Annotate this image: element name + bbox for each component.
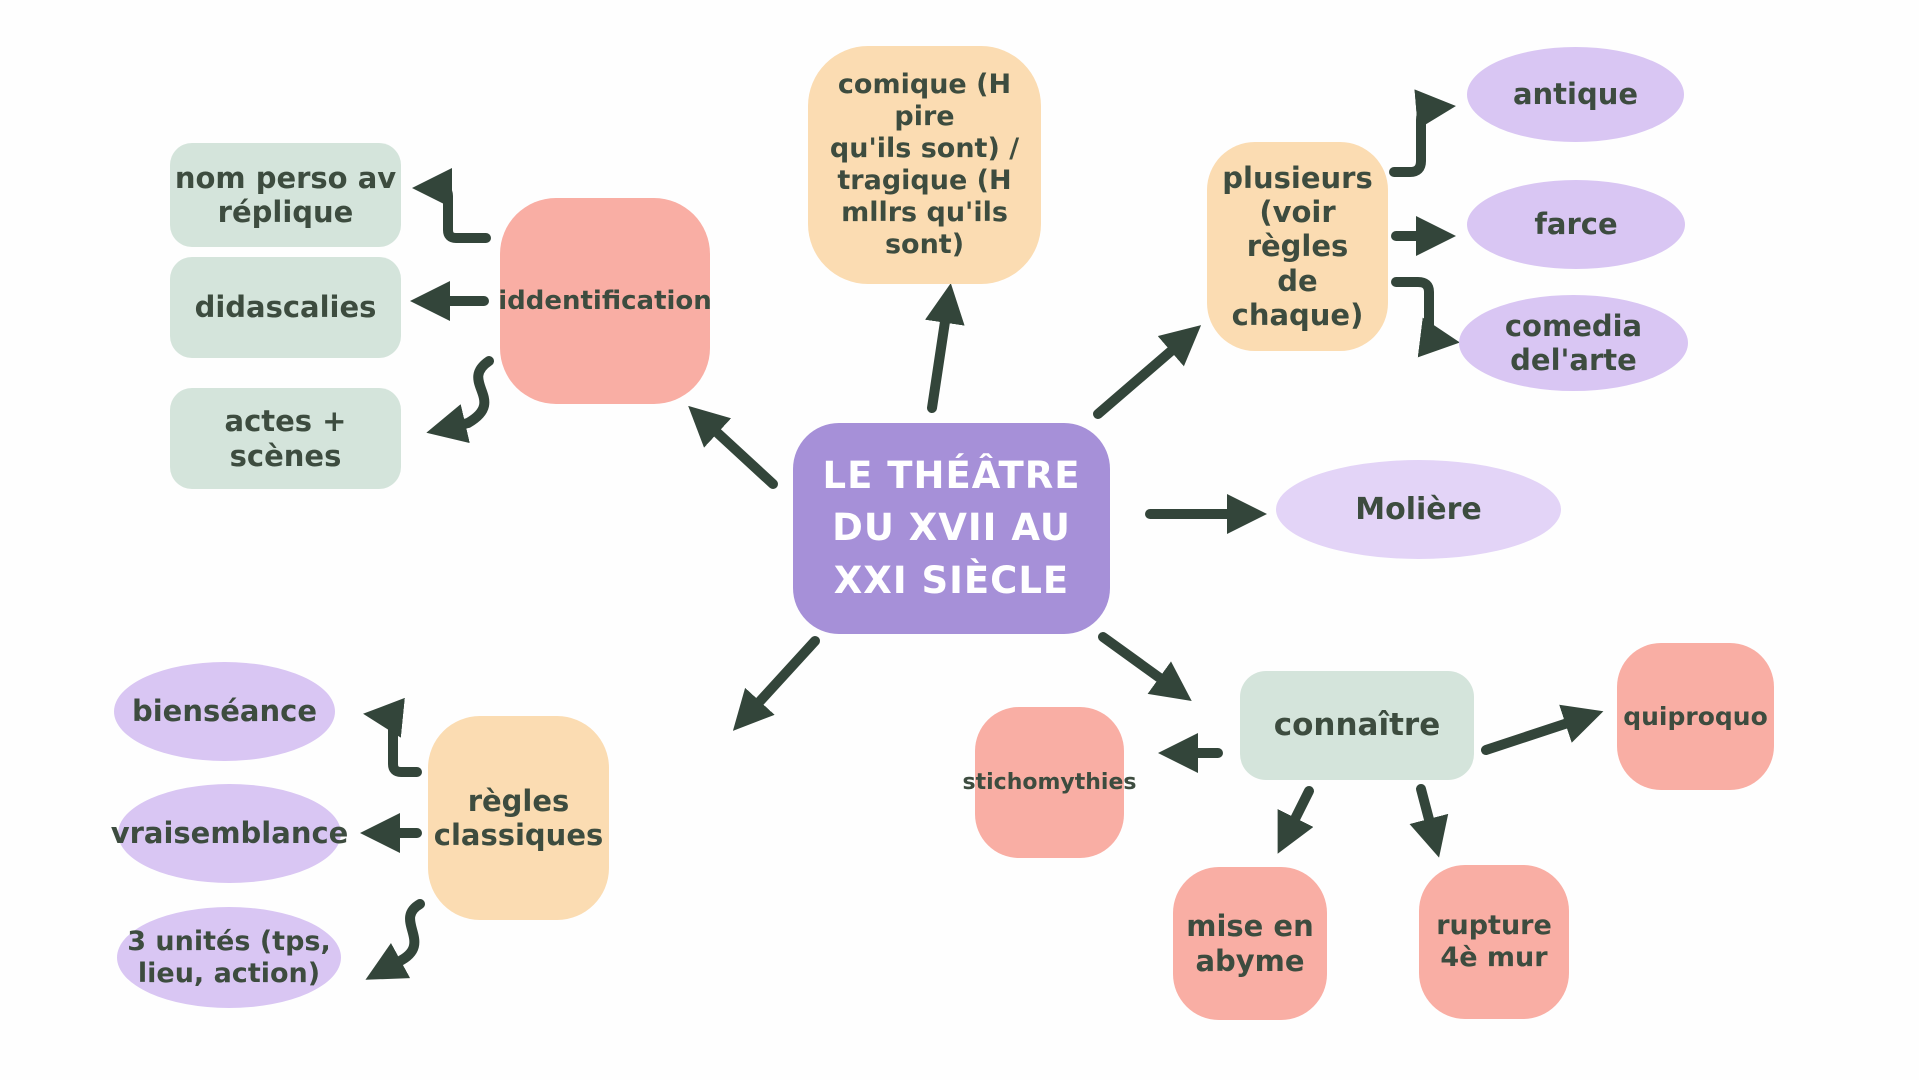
node-stichomythies: stichomythies xyxy=(963,707,1137,858)
arrow-connaitre-to-quiproquo xyxy=(1481,704,1604,755)
didascalies-label: didascalies xyxy=(194,290,377,325)
connaitre-label: connaître xyxy=(1273,707,1441,744)
node-connaitre: connaître xyxy=(1240,671,1474,780)
arrow-connaitre-to-mise-en-abyme xyxy=(1277,786,1314,854)
farce-label: farce xyxy=(1534,207,1618,242)
plusieurs-label: plusieurs (voir règles de chaque) xyxy=(1222,160,1373,332)
bienseance-label: bienséance xyxy=(131,694,318,729)
3-unites-label: 3 unités (tps, lieu, action) xyxy=(127,925,331,989)
node-identification: iddentification xyxy=(498,198,712,404)
arrow-regles-to-bienseance xyxy=(363,697,422,777)
actes-scenes-label: actes + scènes xyxy=(224,404,347,473)
arrow-center-to-identification xyxy=(688,405,778,489)
node-rupture-4e-mur: rupture 4è mur xyxy=(1419,865,1569,1019)
node-vraisemblance: vraisemblance xyxy=(111,784,348,883)
center-title-label: LE THÉÂTRE DU XVII AU XXI SIÈCLE xyxy=(822,453,1081,602)
arrow-plusieurs-to-comedia xyxy=(1391,277,1460,358)
antique-label: antique xyxy=(1512,77,1639,112)
regles-classiques-label: règles classiques xyxy=(433,783,604,852)
quiproquo-label: quiproquo xyxy=(1623,701,1768,731)
mise-en-abyme-label: mise en abyme xyxy=(1186,909,1314,978)
arrow-plusieurs-to-antique xyxy=(1389,89,1456,177)
node-farce: farce xyxy=(1467,180,1685,269)
node-center-title: LE THÉÂTRE DU XVII AU XXI SIÈCLE xyxy=(793,423,1110,634)
node-3-unites: 3 unités (tps, lieu, action) xyxy=(117,907,341,1008)
rupture-4e-mur-label: rupture 4è mur xyxy=(1436,910,1552,973)
node-mise-en-abyme: mise en abyme xyxy=(1173,867,1327,1020)
comedia-label: comedia del'arte xyxy=(1504,308,1643,377)
node-comedia-del-arte: comedia del'arte xyxy=(1459,295,1688,391)
vraisemblance-label: vraisemblance xyxy=(110,816,349,851)
node-antique: antique xyxy=(1467,47,1684,142)
arrow-identification-to-actes-scenes xyxy=(426,356,494,444)
node-quiproquo: quiproquo xyxy=(1617,643,1774,790)
node-moliere: Molière xyxy=(1276,460,1561,559)
node-bienseance: bienséance xyxy=(114,662,335,761)
arrow-center-to-regles-classiques xyxy=(732,636,820,731)
arrow-regles-to-3-unites xyxy=(365,899,425,980)
node-comique-tragique: comique (H pire qu'ils sont) / tragique … xyxy=(808,46,1041,284)
moliere-label: Molière xyxy=(1355,491,1482,527)
stichomythies-label: stichomythies xyxy=(962,769,1137,795)
arrow-identification-to-nom-perso xyxy=(412,168,491,243)
node-nom-perso-av-replique: nom perso av réplique xyxy=(170,143,401,247)
comique-tragique-label: comique (H pire qu'ils sont) / tragique … xyxy=(829,69,1020,260)
arrow-center-to-connaitre xyxy=(1098,632,1192,702)
identification-label: iddentification xyxy=(498,285,712,316)
node-plusieurs-voir-regles: plusieurs (voir règles de chaque) xyxy=(1207,142,1388,351)
arrow-center-to-plusieurs xyxy=(1093,325,1202,419)
node-regles-classiques: règles classiques xyxy=(428,716,609,920)
arrow-center-to-comique-tragique xyxy=(925,283,965,413)
node-actes-scenes: actes + scènes xyxy=(170,388,401,489)
nom-perso-label: nom perso av réplique xyxy=(174,160,397,229)
node-didascalies: didascalies xyxy=(170,257,401,358)
arrow-connaitre-to-rupture-4e-mur xyxy=(1409,784,1449,858)
